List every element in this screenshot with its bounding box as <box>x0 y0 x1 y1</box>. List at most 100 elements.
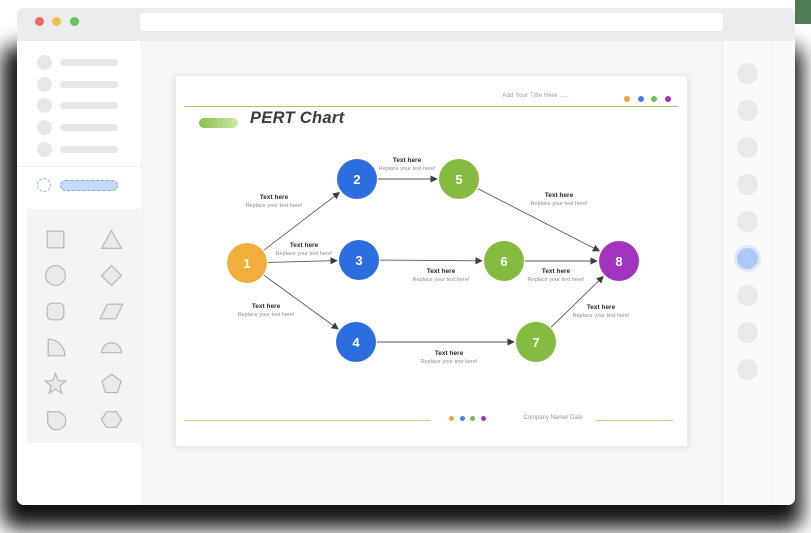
pert-edge-1-2[interactable] <box>263 191 341 251</box>
pert-node-7[interactable]: 7 <box>516 322 556 362</box>
shape-rounded-square-icon[interactable] <box>42 298 68 324</box>
shape-diamond-icon[interactable] <box>99 262 125 288</box>
edge-label-subtitle: Replace your text here! <box>572 312 630 319</box>
header-dot-3 <box>651 95 657 102</box>
sidebar-item-5[interactable] <box>17 141 142 157</box>
item-label-placeholder <box>60 123 118 131</box>
sidebar-divider <box>17 166 142 167</box>
footer-dot-3 <box>470 416 475 421</box>
address-bar[interactable] <box>140 12 723 31</box>
shape-pentagon-icon[interactable] <box>99 370 125 396</box>
pert-node-2[interactable]: 2 <box>337 159 377 199</box>
toolbar-button-4[interactable] <box>737 174 758 195</box>
pert-edge-1-3[interactable] <box>267 257 338 265</box>
pert-node-3[interactable]: 3 <box>339 240 379 280</box>
sidebar-item-selected[interactable] <box>17 178 142 194</box>
item-label-placeholder <box>60 80 118 88</box>
item-icon-placeholder <box>37 119 52 135</box>
footer-rule-left <box>184 420 431 422</box>
shape-star-icon[interactable] <box>42 370 68 396</box>
edge-label-title: Text here <box>259 194 289 201</box>
sidebar-item-3[interactable] <box>17 98 142 113</box>
pert-node-1[interactable]: 1 <box>227 243 267 283</box>
item-label-placeholder <box>60 145 118 153</box>
sidebar-item-2[interactable] <box>17 76 142 92</box>
shape-square-icon[interactable] <box>42 226 68 252</box>
header-dot-1 <box>624 95 630 102</box>
title-accent-pill <box>199 118 238 128</box>
edge-label-title: Text here <box>251 303 281 310</box>
edge-label-subtitle: Replace your text here! <box>527 276 585 283</box>
item-icon-placeholder <box>37 98 52 113</box>
toolbar-button-3[interactable] <box>737 137 758 158</box>
edge-label-title: Text here <box>586 304 616 311</box>
toolbar-button-1[interactable] <box>737 63 758 84</box>
toolbar-button-6-active[interactable] <box>737 248 758 269</box>
pert-edge-5-8[interactable] <box>477 188 601 252</box>
document-canvas[interactable]: Add Your Title Here ..... PERT Chart 1 2 3… <box>175 75 688 447</box>
edge-label-subtitle: Replace your text here! <box>378 165 436 172</box>
shape-quarter-circle-icon[interactable] <box>42 334 68 360</box>
edge-label-title: Text here <box>426 268 456 275</box>
left-sidebar <box>17 41 142 505</box>
sidebar-item-4[interactable] <box>17 119 142 135</box>
toolbar-button-5[interactable] <box>737 211 758 232</box>
pert-node-4[interactable]: 4 <box>336 322 376 362</box>
shape-teardrop-icon[interactable] <box>42 406 68 432</box>
item-label-placeholder <box>60 102 118 109</box>
shape-parallelogram-icon[interactable] <box>99 298 125 324</box>
toolbar-button-2[interactable] <box>737 100 758 121</box>
edge-label-title: Text here <box>544 192 574 199</box>
shape-triangle-icon[interactable] <box>99 226 125 252</box>
pert-node-5[interactable]: 5 <box>439 159 479 199</box>
right-toolbar-rail <box>722 41 772 505</box>
pert-edge-1-4[interactable] <box>263 274 339 330</box>
edge-label-title: Text here <box>289 242 319 249</box>
minimize-window-button[interactable] <box>52 16 61 26</box>
pert-edge-7-8[interactable] <box>550 275 604 328</box>
footer-rule-right <box>595 420 673 422</box>
pert-node-8[interactable]: 8 <box>599 241 639 281</box>
window-titlebar[interactable] <box>17 8 795 41</box>
shape-half-circle-icon[interactable] <box>99 334 125 360</box>
toolbar-button-7[interactable] <box>737 285 758 306</box>
shape-circle-icon[interactable] <box>42 262 68 288</box>
shape-palette <box>27 209 140 443</box>
app-window: Add Your Title Here ..... PERT Chart 1 2 3… <box>17 8 795 505</box>
sidebar-item-1[interactable] <box>17 54 142 70</box>
edge-label-title: Text here <box>392 157 422 164</box>
zoom-window-button[interactable] <box>69 16 79 26</box>
footer-dot-2 <box>459 416 465 421</box>
editor-main-area: Add Your Title Here ..... PERT Chart 1 2 3… <box>142 41 722 505</box>
pert-node-6[interactable]: 6 <box>484 241 524 281</box>
edge-label-title: Text here <box>434 350 464 357</box>
item-icon-placeholder <box>37 76 52 92</box>
background-corner-decoration <box>795 0 811 24</box>
close-window-button[interactable] <box>34 16 44 26</box>
edge-label-subtitle: Replace your text here! <box>275 250 333 257</box>
header-color-dots <box>624 95 671 102</box>
toolbar-button-8[interactable] <box>737 322 758 343</box>
shape-hexagon-icon[interactable] <box>99 406 125 432</box>
pert-edge-3-6[interactable] <box>379 257 483 265</box>
footer-dot-1 <box>449 416 454 421</box>
page-title[interactable]: PERT Chart <box>250 109 345 127</box>
edge-label-subtitle: Replace your text here! <box>530 200 588 207</box>
edge-label-subtitle: Replace your text here! <box>420 358 478 365</box>
footer-company-label[interactable]: Company Name/ Date <box>523 415 583 421</box>
header-dot-2 <box>637 95 644 102</box>
header-title-placeholder[interactable]: Add Your Title Here ..... <box>502 93 569 99</box>
toolbar-button-9[interactable] <box>737 359 758 380</box>
header-rule-line <box>184 105 678 107</box>
header-dot-4 <box>664 95 671 102</box>
